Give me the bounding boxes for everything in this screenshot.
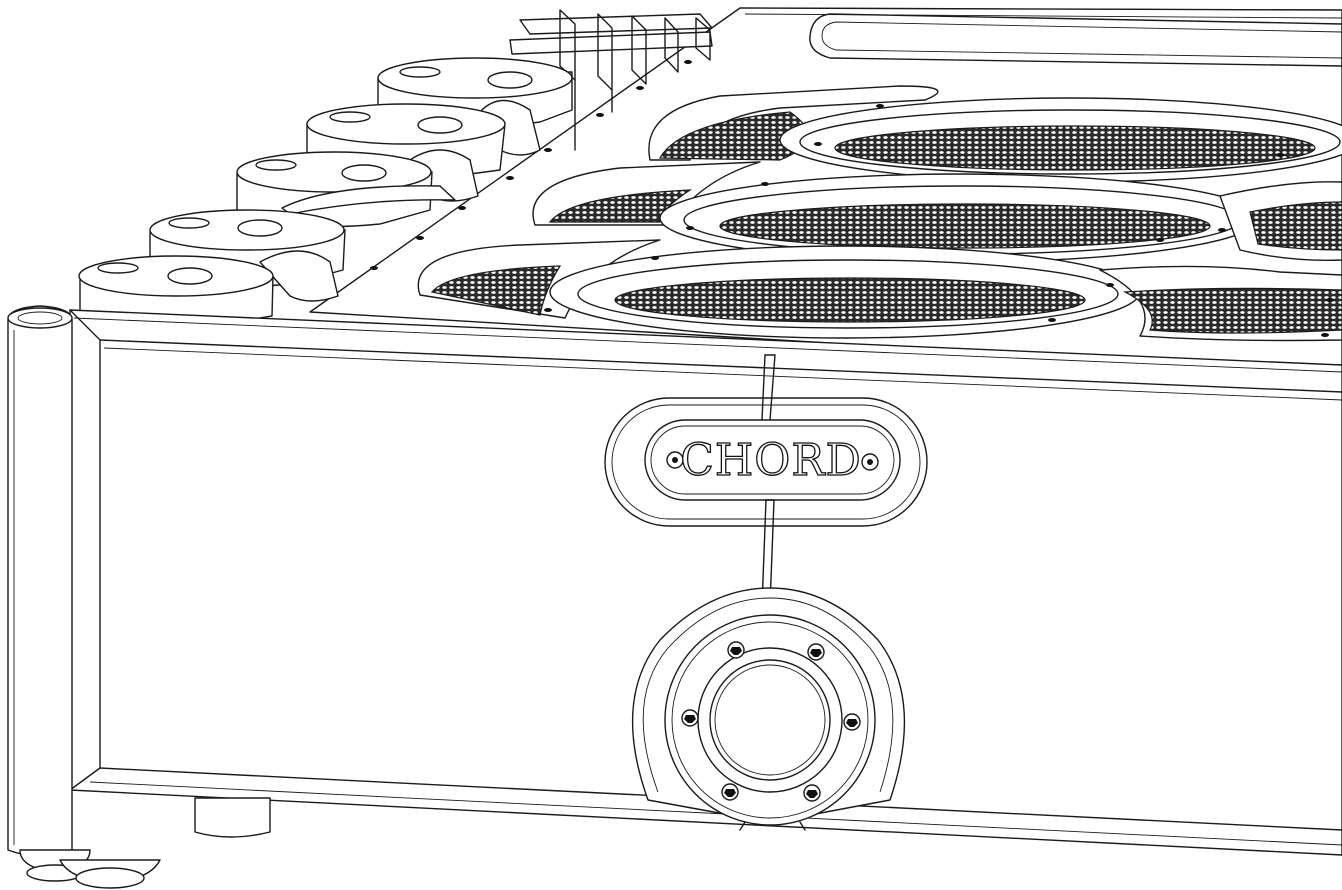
logo-plate: CHORD bbox=[604, 397, 928, 527]
brand-logo-text: CHORD bbox=[680, 435, 862, 486]
front-panel bbox=[69, 309, 1342, 856]
heatsink-fins bbox=[509, 9, 713, 151]
corner-pillar bbox=[7, 305, 73, 857]
feet bbox=[19, 797, 271, 889]
vent-grilles bbox=[417, 85, 1342, 342]
volume-knob bbox=[631, 587, 906, 831]
knob-screws bbox=[681, 641, 861, 802]
